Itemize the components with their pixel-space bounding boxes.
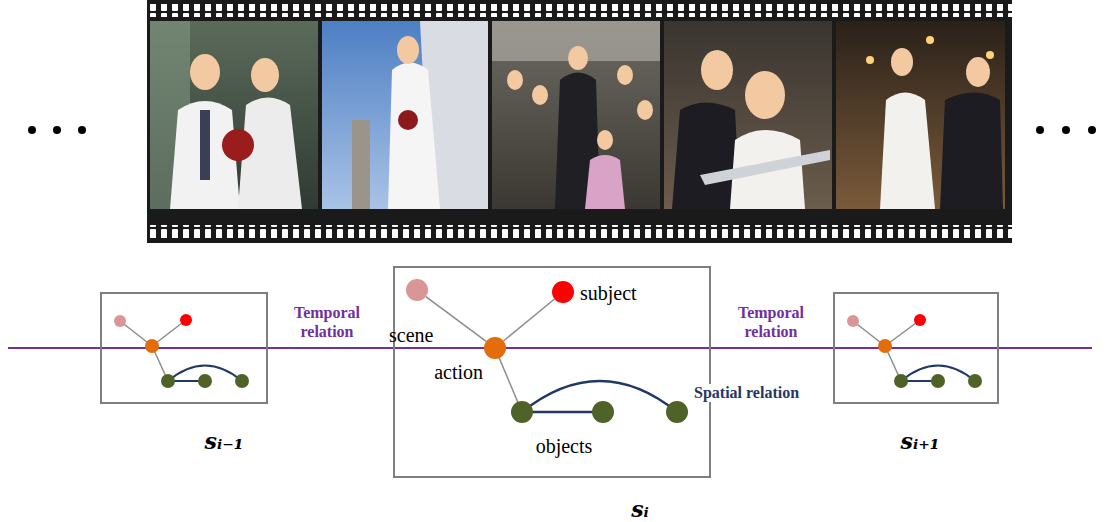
photo-frame (836, 21, 1005, 209)
node-label: action (434, 361, 483, 384)
small-graph (114, 314, 249, 388)
relation-label: Spatial relation (692, 384, 801, 402)
relation-label: Temporal relation (726, 303, 816, 341)
node-label: subject (580, 282, 637, 305)
small-graph (847, 314, 982, 388)
segment-box: sᵢ₊₁ (833, 292, 999, 404)
relation-label: Temporal relation (282, 303, 372, 341)
film-strip (147, 0, 1012, 243)
segment-box: sᵢ₋₁ (100, 292, 268, 404)
node-label: sᵢ₋₁ (205, 429, 244, 454)
ellipsis-dots (28, 126, 1096, 134)
node-label: scene (389, 324, 433, 347)
node-label: sᵢ₊₁ (901, 429, 940, 454)
sprocket-holes (147, 225, 1012, 238)
group-label: objects (536, 435, 593, 458)
film-base (147, 0, 1012, 243)
photo-frame (664, 21, 832, 209)
action-node: action (484, 337, 506, 359)
photo-frame (322, 21, 488, 209)
photo-frame (150, 21, 318, 209)
object-graph (495, 348, 688, 423)
graph-edge (503, 299, 554, 341)
sprocket-holes (147, 4, 1012, 17)
subject-node: subject (552, 281, 574, 303)
photo-frame (492, 21, 660, 209)
scene-node: scene (406, 279, 428, 301)
node-label: sᵢ (631, 497, 649, 522)
graph-edge (426, 297, 486, 342)
temporal-line (8, 347, 1092, 349)
